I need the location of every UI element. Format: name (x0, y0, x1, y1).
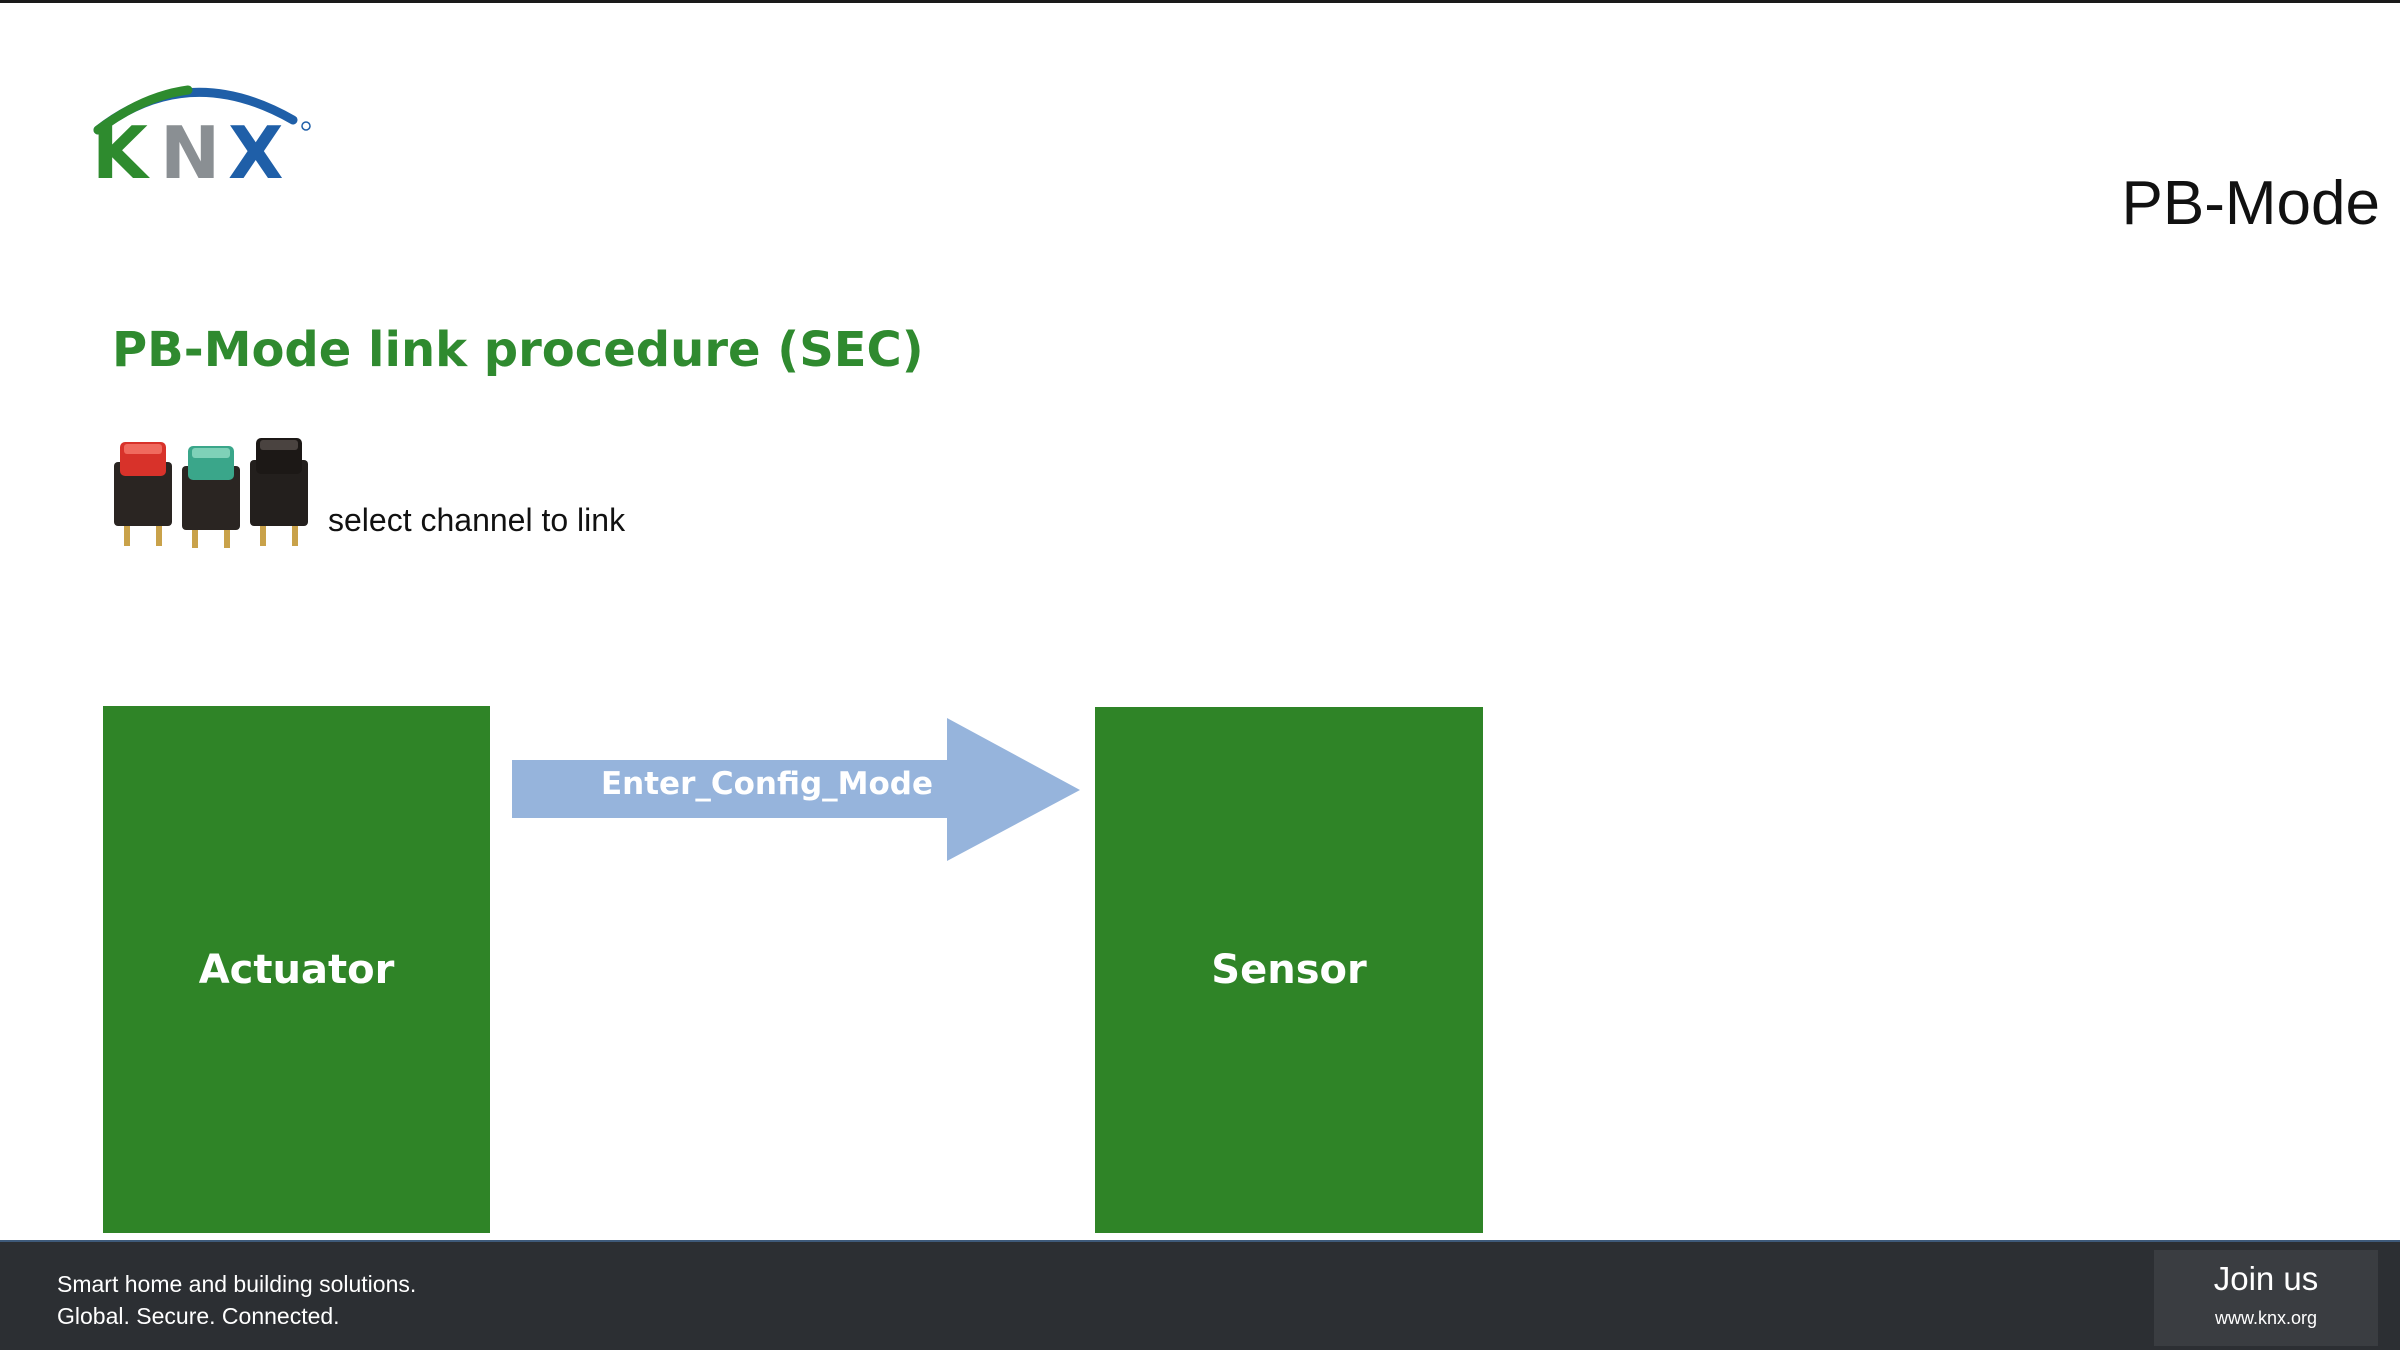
config-mode-arrow (512, 718, 1082, 861)
section-title: PB-Mode (2121, 169, 2380, 238)
slide-heading: PB-Mode link procedure (SEC) (112, 322, 924, 378)
sensor-box: Sensor (1095, 707, 1483, 1233)
sensor-label: Sensor (1211, 947, 1367, 993)
footer-tagline-line2: Global. Secure. Connected. (57, 1303, 340, 1329)
footer-tagline-line1: Smart home and building solutions. (57, 1271, 417, 1297)
join-us-link[interactable]: Join us www.knx.org (2154, 1250, 2378, 1346)
footer-tagline: Smart home and building solutions. Globa… (57, 1268, 416, 1332)
actuator-box: Actuator (103, 706, 490, 1233)
push-button-switches-image (110, 432, 320, 550)
actuator-label: Actuator (198, 946, 395, 993)
svg-text:N: N (160, 111, 220, 188)
knx-logo: K N X (88, 78, 328, 188)
top-border (0, 0, 2400, 3)
join-us-url: www.knx.org (2214, 1308, 2318, 1328)
footer-bar: Smart home and building solutions. Globa… (0, 1240, 2400, 1350)
svg-text:X: X (228, 111, 284, 188)
channel-select-label: select channel to link (328, 502, 626, 538)
join-us-title: Join us (2213, 1260, 2319, 1297)
arrow-label: Enter_Config_Mode (600, 766, 934, 802)
svg-text:K: K (92, 111, 150, 188)
knx-logo-graphic: K N X (92, 85, 311, 188)
